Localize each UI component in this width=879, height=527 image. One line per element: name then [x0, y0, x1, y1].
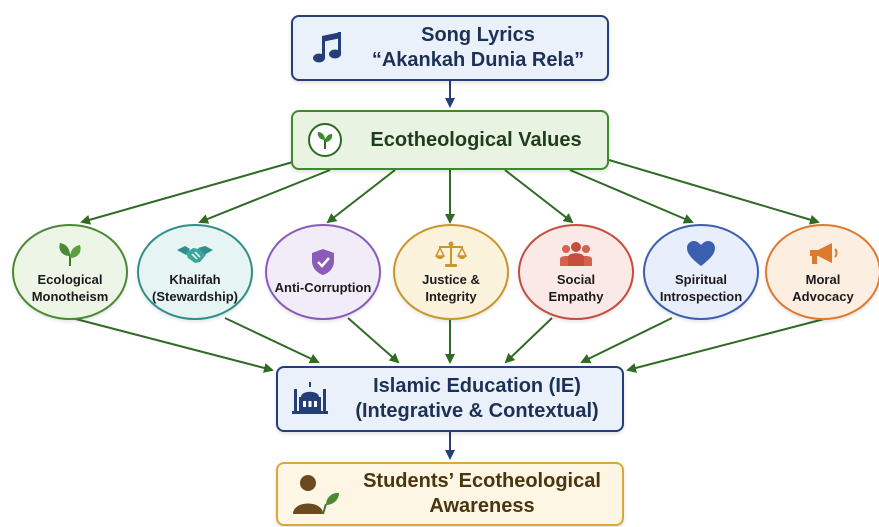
value-node-spiritual-introspection: Spiritual Introspection [643, 224, 759, 320]
value-node-anti-corruption: Anti-Corruption [265, 224, 381, 320]
shield-check-icon [310, 247, 336, 277]
value-label-line1: Justice & [422, 271, 480, 287]
arrow-values-to-ecological [80, 159, 301, 225]
ecotheological-values-label: Ecotheological Values [370, 128, 582, 151]
value-label-line2: Empathy [548, 288, 604, 304]
arrow-spiritual-to-ie [580, 317, 673, 363]
value-label-line2: Introspection [659, 288, 743, 304]
arrow-values-to-anticorruption [326, 169, 396, 224]
outcome-line2: Awareness [429, 495, 535, 517]
value-label-line1: Anti-Corruption [274, 280, 372, 296]
mosque-icon [278, 381, 342, 417]
arrow-ecological-to-ie [71, 317, 274, 373]
value-node-justice-integrity: Justice & Integrity [393, 224, 509, 320]
megaphone-icon [806, 239, 840, 269]
arrow-social-to-ie [504, 317, 553, 364]
value-label-line1: Khalifah [169, 271, 221, 287]
value-node-social-empathy: Social Empathy [518, 224, 634, 320]
ecotheological-values-box: Ecotheological Values [291, 110, 609, 170]
islamic-education-box: Islamic Education (IE) (Integrative & Co… [276, 366, 624, 432]
value-node-khalifah: Khalifah (Stewardship) [137, 224, 253, 320]
ie-title: Islamic Education (IE) [373, 375, 581, 397]
value-label-line1: Moral [805, 271, 841, 287]
arrow-values-to-social [504, 169, 574, 224]
students-awareness-box: Students’ Ecotheological Awareness [276, 462, 624, 526]
leaf-icon [55, 239, 85, 269]
arrow-values-to-khalifah [198, 169, 331, 224]
value-label-line2: Monotheism [31, 288, 109, 304]
handshake-icon [176, 239, 214, 269]
value-label-line1: Ecological [37, 271, 103, 287]
value-label-line1: Social [556, 271, 596, 287]
leaf-sprout-icon [308, 123, 342, 157]
arrow-moral-to-ie [626, 317, 829, 373]
music-note-icon [293, 30, 363, 66]
student-leaf-icon [278, 472, 352, 516]
ie-subtitle: (Integrative & Contextual) [355, 400, 599, 422]
song-lyrics-title: Song Lyrics [421, 24, 535, 46]
arrow-anticorruption-to-ie [347, 317, 400, 364]
arrow-values-to-spiritual [569, 169, 694, 224]
song-lyrics-box: Song Lyrics “Akankah Dunia Rela” [291, 15, 609, 81]
song-title: “Akankah Dunia Rela” [371, 49, 585, 71]
people-group-icon [558, 239, 594, 269]
heart-icon [686, 239, 716, 269]
value-label-line2: Integrity [425, 288, 477, 304]
value-label-line2: Advocacy [792, 288, 854, 304]
value-node-ecological-monotheism: Ecological Monotheism [12, 224, 128, 320]
value-label-line2: (Stewardship) [152, 288, 238, 304]
arrow-values-to-moral [608, 159, 820, 225]
arrow-khalifah-to-ie [224, 317, 320, 364]
value-label-line1: Spiritual [674, 271, 727, 287]
value-node-moral-advocacy: Moral Advocacy [765, 224, 879, 320]
scales-icon [435, 239, 467, 269]
outcome-line1: Students’ Ecotheological [363, 470, 601, 492]
